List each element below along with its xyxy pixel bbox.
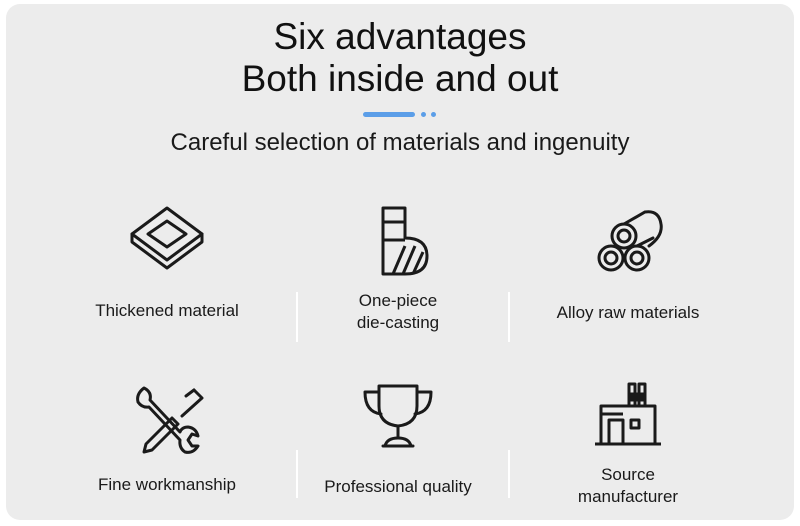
feature-thickened-material: Thickened material xyxy=(67,200,267,320)
feature-label: Professional quality xyxy=(324,477,472,496)
feature-source-manufacturer: Source manufacturer xyxy=(528,380,728,506)
title-line-2: Both inside and out xyxy=(241,58,559,99)
feature-label: One-piece die-casting xyxy=(298,290,498,334)
feature-label-line-1: Source xyxy=(601,465,655,484)
layers-icon xyxy=(130,206,204,270)
divider-dot xyxy=(431,112,436,117)
feature-label: Thickened material xyxy=(95,301,239,320)
column-divider xyxy=(508,292,510,342)
feature-one-piece-die-casting: One-piece die-casting xyxy=(298,200,498,332)
factory-icon xyxy=(595,382,661,446)
page-title: Six advantages Both inside and out xyxy=(0,16,800,100)
feature-label-line-2: die-casting xyxy=(356,313,440,332)
feature-label: Fine workmanship xyxy=(98,475,236,494)
trophy-icon xyxy=(363,384,433,448)
die-cast-icon xyxy=(381,206,429,276)
feature-label-line-1: One-piece xyxy=(358,291,438,310)
feature-fine-workmanship: Fine workmanship xyxy=(67,380,267,494)
column-divider xyxy=(508,450,510,498)
title-divider xyxy=(0,112,800,118)
feature-label: Source manufacturer xyxy=(528,464,728,508)
divider-dot xyxy=(421,112,426,117)
feature-label-line-2: manufacturer xyxy=(577,487,679,506)
feature-alloy-raw-materials: Alloy raw materials xyxy=(528,200,728,322)
feature-professional-quality: Professional quality xyxy=(298,380,498,496)
feature-label: Alloy raw materials xyxy=(556,303,700,322)
wrench-screwdriver-icon xyxy=(136,386,204,454)
pipes-icon xyxy=(597,210,663,272)
content-card xyxy=(6,4,794,520)
title-line-1: Six advantages xyxy=(273,16,527,57)
subtitle: Careful selection of materials and ingen… xyxy=(170,129,630,156)
column-divider xyxy=(296,450,298,498)
divider-bar xyxy=(363,112,415,117)
column-divider xyxy=(296,292,298,342)
